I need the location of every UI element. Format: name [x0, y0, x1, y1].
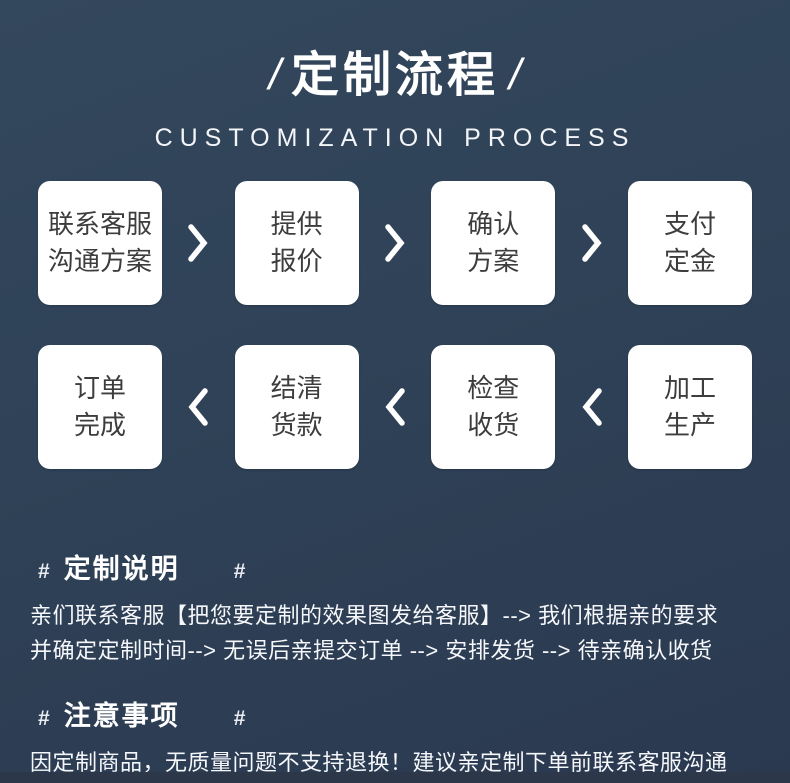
attention-heading: # 注意事项 #: [30, 694, 760, 733]
step-pay-deposit: 支付 定金: [627, 181, 752, 305]
step-confirm-plan: 确认 方案: [431, 181, 556, 305]
step-line: 完成: [73, 410, 126, 440]
step-order-complete: 订单 完成: [38, 345, 162, 469]
step-line: 联系客服: [47, 209, 152, 239]
banner-header: /定制流程/ CUSTOMIZATION PROCESS: [0, 0, 790, 153]
page-title: /定制流程/: [0, 44, 790, 108]
flow-row-1: 联系客服 沟通方案 提供 报价 确认 方案 支付 定金: [38, 181, 752, 305]
step-line: 生产: [663, 410, 716, 440]
hash-mark: #: [38, 560, 50, 583]
flow-row-2: 订单 完成 结清 货款 检查 收货 加工 生产: [38, 345, 752, 469]
step-line: 报价: [270, 246, 323, 276]
chevron-right-icon: [581, 223, 603, 263]
step-line: 定金: [663, 246, 716, 276]
step-contact-service: 联系客服 沟通方案: [38, 181, 162, 305]
step-line: 方案: [467, 246, 520, 276]
chevron-left-icon: [581, 387, 603, 427]
info-sections: # 定制说明 # 亲们联系客服【把您要定制的效果图发给客服】--> 我们根据亲的…: [0, 547, 790, 780]
step-line: 沟通方案: [47, 246, 152, 276]
step-line: 提供: [270, 209, 323, 239]
step-production: 加工 生产: [627, 345, 752, 469]
step-provide-quote: 提供 报价: [234, 181, 359, 305]
custom-note-title: 定制说明: [63, 554, 180, 584]
step-line: 确认: [467, 209, 520, 239]
step-line: 检查: [467, 373, 520, 403]
custom-note-heading: # 定制说明 #: [30, 547, 760, 586]
step-line: 支付: [663, 209, 716, 239]
attention-line-1: 因定制商品，无质量问题不支持退换！建议亲定制下单前联系客服沟通: [30, 750, 728, 775]
hash-mark: #: [233, 560, 246, 583]
chevron-left-icon: [384, 387, 406, 427]
title-slash-right: /: [509, 50, 522, 99]
custom-note-line-1: 亲们联系客服【把您要定制的效果图发给客服】--> 我们根据亲的要求: [30, 603, 719, 628]
hash-mark: #: [38, 707, 50, 730]
chevron-right-icon: [187, 223, 209, 263]
title-slash-left: /: [268, 50, 281, 99]
step-line: 货款: [270, 410, 323, 440]
step-line: 订单: [73, 373, 126, 403]
step-line: 结清: [270, 373, 323, 403]
step-line: 收货: [467, 410, 520, 440]
chevron-left-icon: [187, 387, 209, 427]
step-line: 加工: [663, 373, 716, 403]
chevron-right-icon: [384, 223, 406, 263]
process-flow: 联系客服 沟通方案 提供 报价 确认 方案 支付 定金: [0, 153, 790, 469]
step-inspect-goods: 检查 收货: [431, 345, 556, 469]
page-title-text: 定制流程: [290, 47, 499, 103]
step-settle-payment: 结清 货款: [234, 345, 359, 469]
bottom-strip: [0, 772, 790, 783]
page-subtitle: CUSTOMIZATION PROCESS: [154, 124, 636, 152]
custom-note-line-2: 并确定定制时间--> 无误后亲提交订单 --> 安排发货 --> 待亲确认收货: [30, 638, 713, 663]
hash-mark: #: [233, 707, 246, 730]
attention-title: 注意事项: [63, 701, 180, 731]
